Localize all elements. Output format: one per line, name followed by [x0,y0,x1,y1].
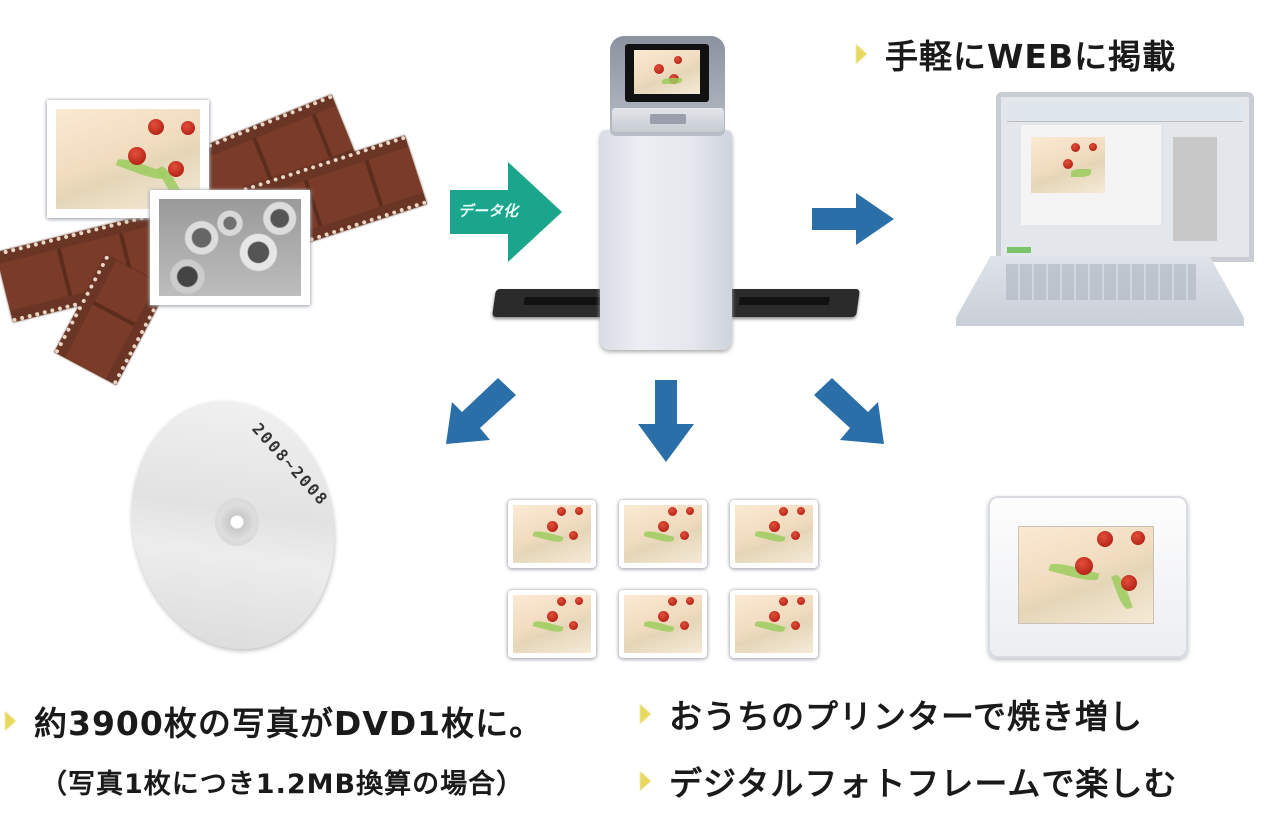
bullet-icon [640,771,651,791]
bullet-icon [856,44,867,64]
arrow-down-right-to-frame [812,378,884,446]
print-thumbnail [619,590,707,658]
caption-dvd: 約3900枚の写真がDVD1枚に。 [5,697,543,745]
bullet-icon [5,711,16,731]
scanner-control-panel [612,108,724,132]
arrow-down-left-to-dvd [446,378,518,446]
caption-print: おうちのプリンターで焼き増し [640,690,1143,738]
digitize-arrow: データ化 [450,162,562,262]
digitize-arrow-label: データ化 [458,202,519,220]
bw-flower-image [159,199,301,296]
laptop-base [956,256,1244,326]
disc-hub [215,498,259,546]
arrow-down-to-print [638,380,694,462]
bw-photo [150,190,310,305]
scanner-body [600,130,732,350]
frame-screen [1018,526,1154,624]
caption-web: 手軽にWEBに掲載 [856,30,1176,78]
caption-dvd-note: （写真1枚につき1.2MB換算の場合） [40,769,525,800]
scanner-screen [634,50,700,94]
print-thumbnail [730,500,818,568]
laptop-photo [1031,137,1105,193]
print-thumbnail [508,590,596,658]
print-thumbnail [730,590,818,658]
print-thumbnail [508,500,596,568]
bullet-icon [640,704,651,724]
print-thumbnail [619,500,707,568]
color-photo [47,100,209,218]
arrow-right-to-web [812,193,894,245]
caption-frame: デジタルフォトフレームで楽しむ [640,757,1177,805]
laptop-screen [996,92,1254,262]
